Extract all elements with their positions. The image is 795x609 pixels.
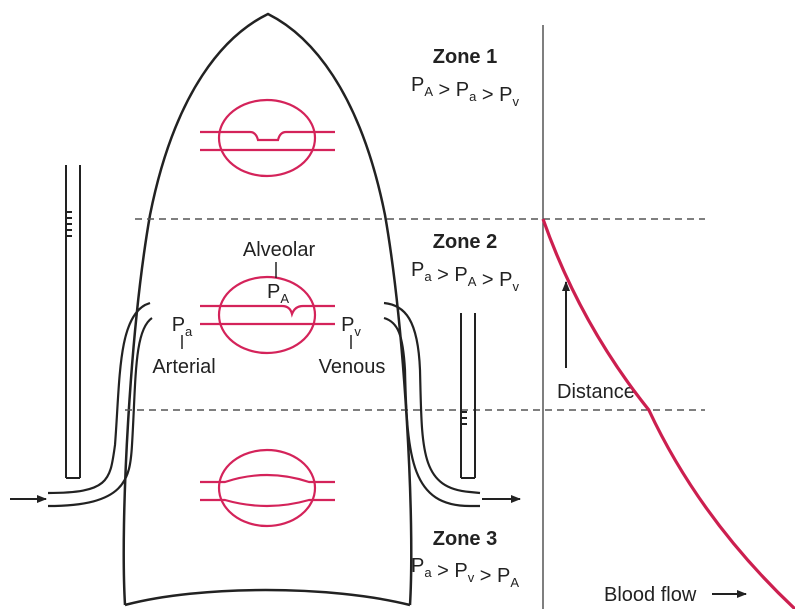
relation-operator: > — [474, 565, 497, 587]
zone-3-alveolus — [200, 448, 335, 528]
pressure-subscript: a — [469, 89, 477, 104]
pressure-subscript: v — [513, 279, 520, 294]
pressure-symbol: P — [267, 281, 280, 303]
relation-operator: > — [432, 264, 455, 286]
lung-outline — [122, 12, 413, 606]
arterial-label: Arterial — [152, 356, 215, 378]
zone-2-relation: Pa > PA > Pv — [411, 259, 520, 294]
pressure-symbol: P — [497, 565, 510, 587]
venous-pressure-label: Pv — [341, 314, 361, 339]
zone-2-alveolus — [200, 275, 335, 355]
zone-1-title: Zone 1 — [433, 46, 497, 68]
blood-flow-label: Blood flow — [604, 584, 697, 606]
arterial-manometer — [65, 165, 81, 479]
pressure-subscript: a — [185, 324, 193, 339]
pressure-subscript: A — [424, 84, 433, 99]
arterial-pressure-label: Pa — [172, 314, 193, 339]
pressure-symbol: P — [411, 259, 424, 281]
zone-3-title: Zone 3 — [433, 528, 497, 550]
alveolar-pressure-label: PA — [267, 281, 289, 306]
zone-2-title: Zone 2 — [433, 231, 497, 253]
venous-label: Venous — [319, 356, 386, 378]
distance-label: Distance — [557, 381, 635, 403]
pressure-symbol: P — [499, 84, 512, 106]
pressure-symbol: P — [411, 555, 424, 577]
relation-operator: > — [433, 79, 456, 101]
lung-base — [124, 588, 411, 607]
arterial-tube — [47, 301, 153, 508]
relation-operator: > — [432, 560, 455, 582]
zone-1-alveolus — [200, 98, 335, 178]
pressure-symbol: P — [411, 74, 424, 96]
pressure-subscript: v — [468, 570, 475, 585]
pressure-subscript: a — [424, 565, 432, 580]
pressure-subscript: a — [424, 269, 432, 284]
pressure-symbol: P — [456, 79, 469, 101]
venous-manometer — [460, 313, 476, 479]
pressure-subscript: A — [510, 575, 519, 590]
pressure-symbol: P — [454, 264, 467, 286]
pressure-symbol: P — [454, 560, 467, 582]
pressure-subscript: A — [280, 291, 289, 306]
pressure-symbol: P — [341, 314, 354, 336]
pressure-subscript: v — [513, 94, 520, 109]
zone-1-relation: PA > Pa > Pv — [411, 74, 520, 109]
relation-operator: > — [476, 84, 499, 106]
zone-3-relation: Pa > Pv > PA — [411, 555, 519, 590]
pressure-symbol: P — [172, 314, 185, 336]
relation-operator: > — [476, 269, 499, 291]
pressure-symbol: P — [499, 269, 512, 291]
pressure-subscript: A — [468, 274, 477, 289]
pressure-subscript: v — [354, 324, 361, 339]
alveolar-label: Alveolar — [243, 239, 316, 261]
venous-tube — [383, 301, 481, 508]
blood-flow-curve — [541, 218, 795, 609]
